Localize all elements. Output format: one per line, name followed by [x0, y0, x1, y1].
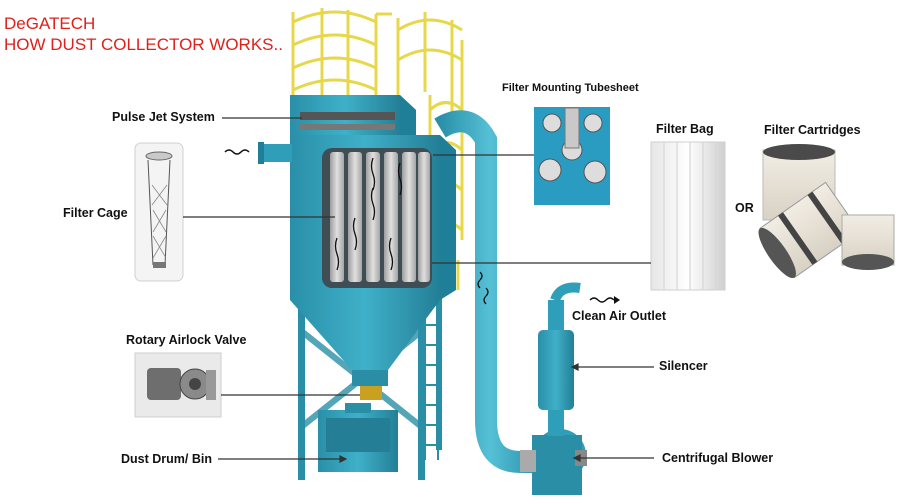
filter-bag-inset: [650, 141, 726, 291]
label-or: OR: [735, 201, 754, 215]
top-plenum: [290, 95, 416, 150]
label-clean-air-outlet: Clean Air Outlet: [572, 309, 666, 323]
label-pulse-jet-system: Pulse Jet System: [112, 110, 215, 124]
filter-cage-inset: [134, 142, 184, 282]
dust-drum-enclosure: [318, 403, 398, 472]
label-centrifugal-blower: Centrifugal Blower: [662, 451, 774, 465]
silencer-stack: [538, 282, 620, 436]
page-title: HOW DUST COLLECTOR WORKS..: [4, 35, 283, 54]
main-housing: [224, 135, 456, 300]
label-filter-cage: Filter Cage: [63, 206, 128, 220]
ladder-cage-left: [291, 8, 392, 95]
hopper: [290, 300, 440, 400]
label-filter-bag: Filter Bag: [656, 122, 714, 136]
filter-bags-internal: [330, 152, 430, 282]
label-filter-mounting-tubesheet: Filter Mounting Tubesheet: [502, 82, 639, 94]
brand-name: DeGATECH: [4, 14, 96, 33]
label-dust-drum-bin: Dust Drum/ Bin: [121, 452, 212, 466]
label-silencer: Silencer: [659, 359, 708, 373]
outlet-duct: [434, 110, 540, 473]
label-rotary-airlock-valve: Rotary Airlock Valve: [126, 333, 247, 347]
leader-lines: [183, 117, 654, 463]
filter-cartridges-inset: [758, 144, 895, 279]
rotary-airlock-inset: [134, 352, 222, 418]
label-filter-cartridges: Filter Cartridges: [764, 123, 861, 137]
airflow-arrows-internal: [334, 157, 403, 271]
centrifugal-blower-shape: [520, 429, 587, 495]
tubesheet-inset: [534, 107, 610, 205]
